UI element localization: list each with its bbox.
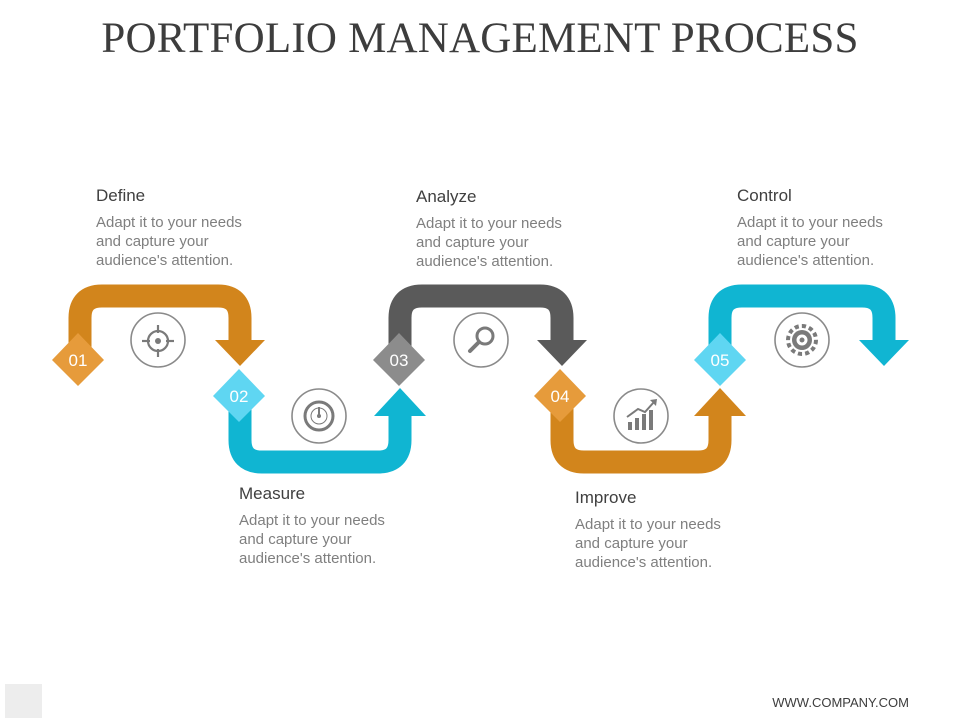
target-icon: [130, 312, 186, 368]
page-title: PORTFOLIO MANAGEMENT PROCESS: [101, 15, 859, 62]
corner-placeholder: [5, 684, 42, 718]
step-3-arrow: [388, 284, 574, 355]
step-1-arrowhead: [215, 340, 265, 366]
step-5-text: Control Adapt it to your needs and captu…: [737, 186, 917, 270]
magnifier-icon: [453, 312, 509, 368]
step-4-number: 04: [551, 387, 570, 406]
gear-icon: [774, 312, 830, 368]
step-4-arrowhead: [694, 388, 746, 416]
gauge-icon: [291, 388, 347, 444]
step-1-number: 01: [69, 351, 88, 370]
step-3-number: 03: [390, 351, 409, 370]
step-2-number: 02: [230, 387, 249, 406]
step-2-description: Adapt it to your needs and capture your …: [239, 512, 385, 567]
step-2-heading: Measure: [239, 484, 306, 503]
step-2-badge: 02: [213, 369, 265, 422]
step-3-description: Adapt it to your needs and capture your …: [416, 215, 562, 270]
step-5-number: 05: [711, 351, 730, 370]
step-2-text: Measure Adapt it to your needs and captu…: [239, 484, 419, 568]
step-2-arrowhead: [374, 388, 426, 416]
step-1-arrow: [68, 284, 252, 355]
step-1-description: Adapt it to your needs and capture your …: [96, 214, 242, 269]
step-4-description: Adapt it to your needs and capture your …: [575, 516, 721, 571]
step-3-heading: Analyze: [416, 187, 477, 206]
step-1-text: Define Adapt it to your needs and captur…: [96, 186, 276, 270]
step-4-arrow: [550, 402, 732, 474]
step-5-arrow: [708, 284, 896, 355]
step-5-description: Adapt it to your needs and capture your …: [737, 214, 883, 269]
step-3-arrowhead: [537, 340, 587, 366]
growth-chart-icon: [613, 388, 669, 444]
step-4-text: Improve Adapt it to your needs and captu…: [575, 488, 755, 572]
step-5-heading: Control: [737, 186, 792, 205]
step-4-heading: Improve: [575, 488, 637, 507]
step-3-badge: 03: [373, 333, 425, 386]
step-4-badge: 04: [534, 369, 586, 422]
footer-website: WWW.COMPANY.COM: [772, 695, 909, 710]
step-2-arrow: [228, 402, 412, 474]
step-1-heading: Define: [96, 186, 146, 205]
step-5-arrowhead: [859, 340, 909, 366]
step-1-badge: 01: [52, 333, 104, 386]
step-5-badge: 05: [694, 333, 746, 386]
step-3-text: Analyze Adapt it to your needs and captu…: [416, 187, 596, 271]
